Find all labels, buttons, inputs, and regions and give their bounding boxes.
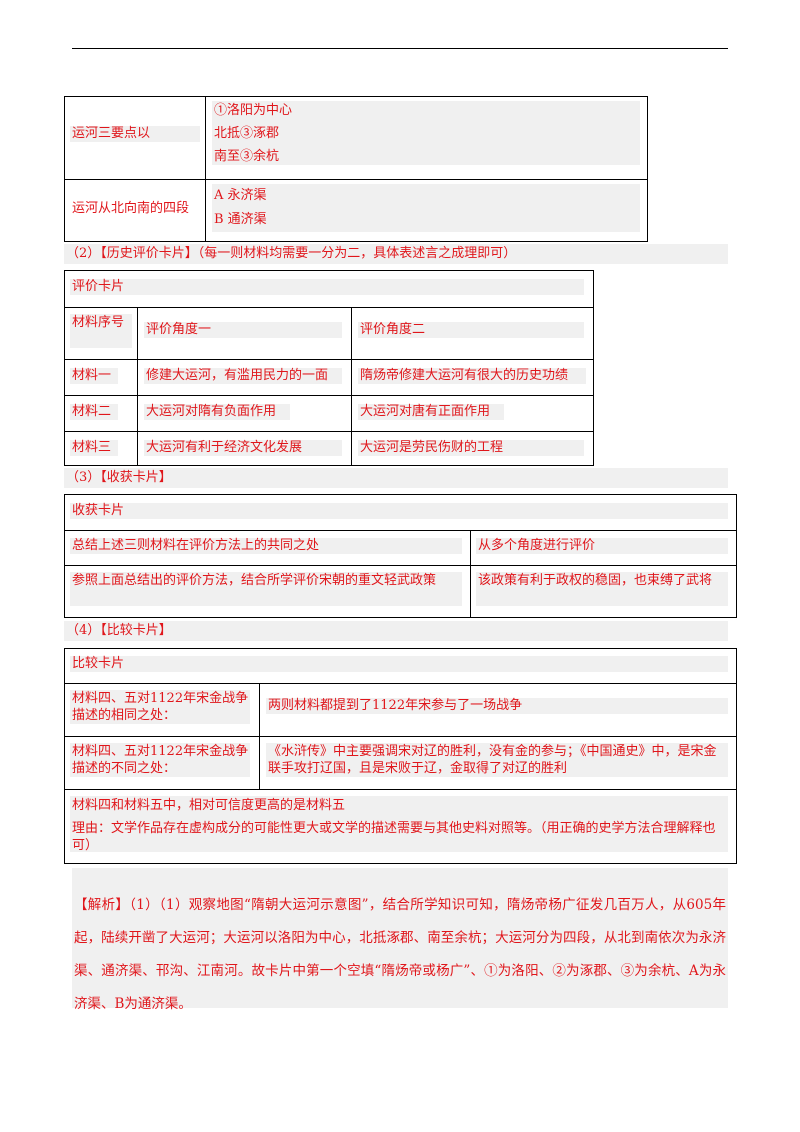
table-cell: 大运河对唐有正面作用 — [360, 404, 491, 419]
analysis-paragraph: 【解析】（1）（1）观察地图“隋朝大运河示意图”，结合所学知识可知，隋炀帝杨广征… — [74, 897, 726, 1012]
comparison-difference-answer: 《水浒传》中主要强调宋对辽的胜利，没有金的参与；《中国通史》中，是宋金联手攻打辽… — [268, 744, 717, 776]
canal-section-a: A 永济渠 — [214, 188, 267, 203]
table-cell: 大运河有利于经济文化发展 — [146, 440, 303, 455]
section-4-heading: （4）【比较卡片】 — [66, 623, 172, 638]
table-cell: 隋炀帝修建大运河有很大的历史功绩 — [360, 368, 569, 383]
header-angle-two: 评价角度二 — [360, 322, 426, 337]
comparison-similarity-answer: 两则材料都提到了1122年宋参与了一场战争 — [268, 698, 523, 713]
table-row: 材料二 — [72, 404, 112, 419]
table-cell: 大运河对隋有负面作用 — [146, 404, 277, 419]
table-cell: 修建大运河，有滥用民力的一面 — [146, 368, 329, 383]
canal-point-1: ①洛阳为中心 — [214, 103, 293, 118]
table-row: 材料三 — [72, 440, 112, 455]
harvest-question-2: 参照上面总结出的评价方法，结合所学评价宋朝的重文轻武政策 — [72, 573, 437, 588]
canal-sections-label: 运河从北向南的四段 — [72, 201, 190, 216]
section-2-heading: （2）【历史评价卡片】（每一则材料均需要一分为二，具体表述言之成理即可） — [66, 246, 517, 261]
table-cell: 大运河是劳民伤财的工程 — [360, 440, 504, 455]
canal-section-b: B 通济渠 — [214, 212, 267, 227]
header-material-number: 材料序号 — [72, 315, 125, 330]
evaluation-card-title: 评价卡片 — [72, 279, 125, 294]
header-rule — [72, 48, 728, 49]
comparison-conclusion: 材料四和材料五中，相对可信度更高的是材料五 — [72, 798, 346, 813]
harvest-card-title: 收获卡片 — [72, 503, 125, 518]
section-3-heading: （3）【收获卡片】 — [66, 470, 172, 485]
comparison-similarity-label: 材料四、五对1122年宋金战争描述的相同之处： — [72, 691, 249, 723]
comparison-card-title: 比较卡片 — [72, 656, 125, 671]
header-angle-one: 评价角度一 — [146, 322, 212, 337]
table-row: 材料一 — [72, 368, 112, 383]
canal-points-label: 运河三要点以 — [72, 126, 151, 141]
harvest-question-1: 总结上述三则材料在评价方法上的共同之处 — [72, 538, 320, 553]
harvest-answer-2: 该政策有利于政权的稳固，也束缚了武将 — [478, 573, 713, 588]
comparison-difference-label: 材料四、五对1122年宋金战争描述的不同之处： — [72, 744, 249, 776]
comparison-reason: 理由：文学作品存在虚构成分的可能性更大或文学的描述需要与其他史料对照等。（用正确… — [72, 821, 716, 853]
canal-point-2: 北抵③涿郡 — [214, 126, 280, 141]
canal-point-3: 南至③余杭 — [214, 149, 280, 164]
harvest-answer-1: 从多个角度进行评价 — [478, 538, 596, 553]
